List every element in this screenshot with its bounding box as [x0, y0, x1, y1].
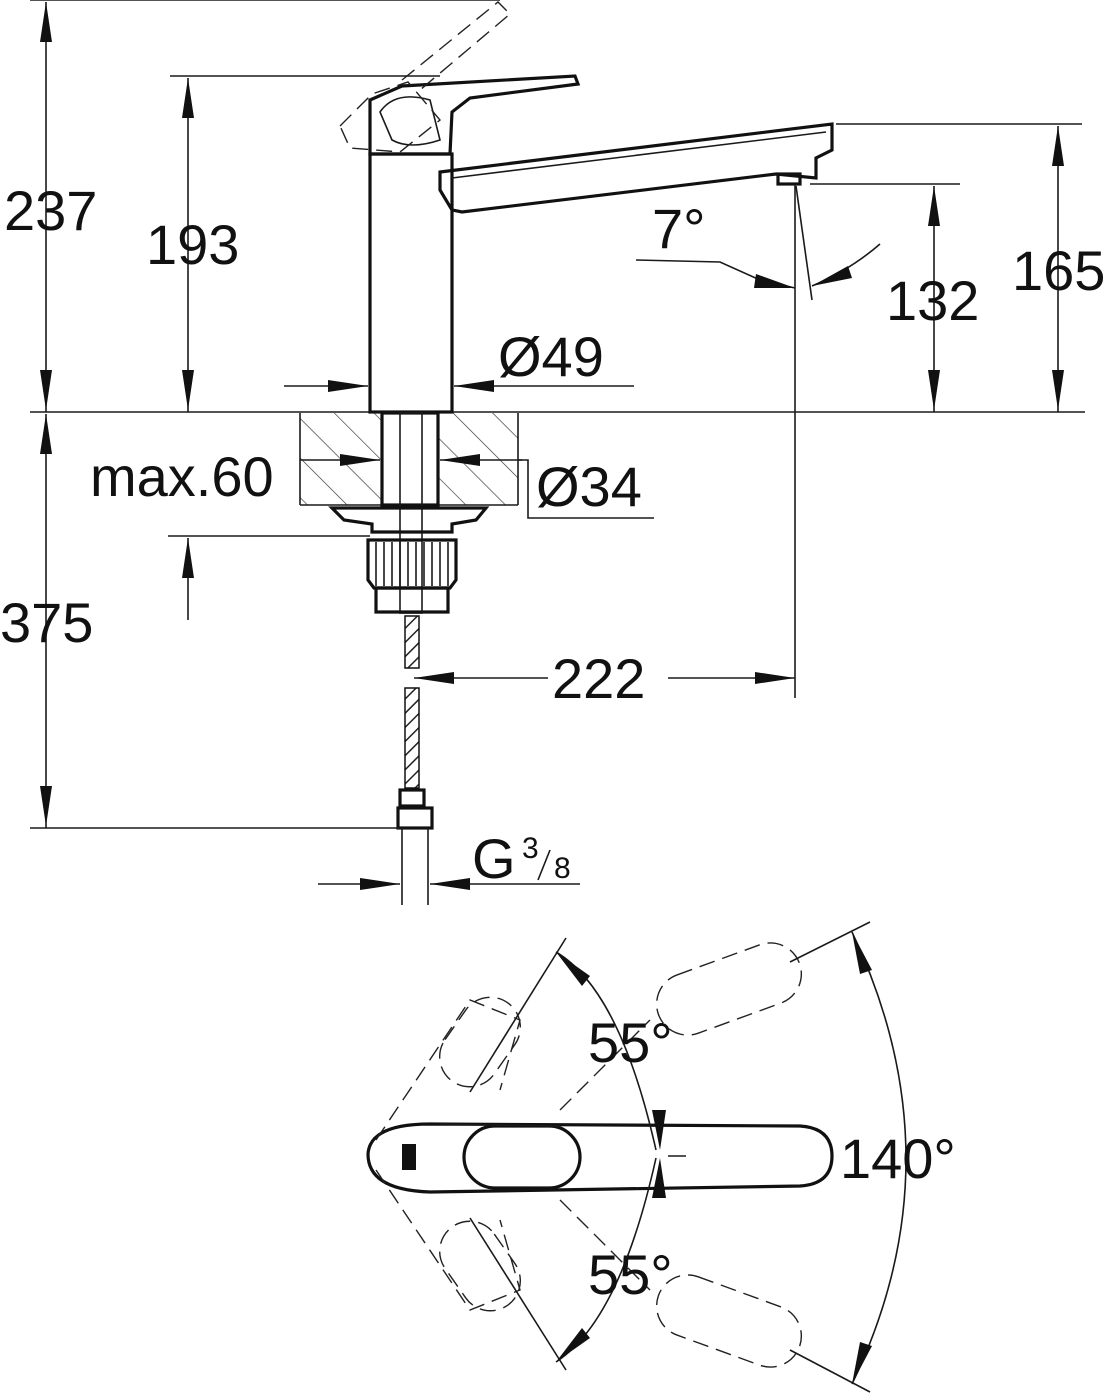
label-hole-diameter: Ø34 [536, 455, 642, 518]
mounting-shank [380, 411, 440, 507]
dim-lower-angle [555, 1157, 666, 1363]
dim-deck-thickness [300, 454, 522, 466]
lever-logo [402, 1144, 416, 1170]
top-view: 55° 55° 140° [366, 921, 956, 1393]
label-spout-reach: 222 [552, 647, 645, 710]
flex-hose-lower [404, 687, 420, 789]
label-lower-angle: 55° [588, 1243, 673, 1306]
dim-hole-diameter [518, 459, 654, 519]
dim-body-diameter [284, 380, 634, 392]
dim-spout-angle [635, 185, 881, 301]
lever-grip-hole [462, 1124, 582, 1190]
dim-total-swivel [851, 931, 907, 1385]
label-thread-letter: G [472, 827, 516, 890]
flex-hose-upper [404, 615, 420, 669]
label-spout-angle: 7° [652, 197, 706, 260]
mounting-nut [366, 538, 458, 590]
spout [438, 122, 834, 214]
side-view: 237 193 165 132 7° Ø49 max.60 Ø34 375 22… [0, 0, 1105, 905]
label-under-deck-length: 375 [0, 591, 93, 654]
label-thread-denominator: 8 [554, 852, 571, 885]
lever-rotated-positions [375, 942, 803, 1368]
dim-spout-height [836, 123, 1082, 412]
mounting-plate [328, 506, 490, 534]
label-thread-numerator: 3 [522, 832, 539, 865]
dim-under-deck-length [30, 414, 400, 829]
faucet-body [368, 152, 454, 414]
label-body-diameter: Ø49 [498, 325, 604, 388]
deck-section [299, 413, 519, 506]
lever-raised-outline [339, 1, 512, 153]
label-lever-height: 193 [146, 213, 239, 276]
dim-lever-height [170, 75, 440, 412]
label-upper-angle: 55° [588, 1011, 673, 1074]
label-outlet-height: 132 [886, 269, 979, 332]
label-spout-height: 165 [1012, 239, 1105, 302]
label-total-swivel: 140° [840, 1127, 956, 1190]
dim-upper-angle [555, 951, 666, 1151]
dim-spout-reach [414, 672, 795, 684]
lever-center-position [366, 1122, 834, 1194]
dim-total-height [30, 0, 500, 412]
lock-nut [374, 586, 450, 614]
hose-connector [396, 806, 434, 830]
dim-thread [318, 849, 580, 890]
aerator [776, 172, 802, 186]
label-max-deck-thickness: max.60 [90, 445, 274, 508]
dim-outlet-height [810, 183, 960, 412]
label-total-height: 237 [4, 179, 97, 242]
lever-handle [368, 74, 581, 156]
